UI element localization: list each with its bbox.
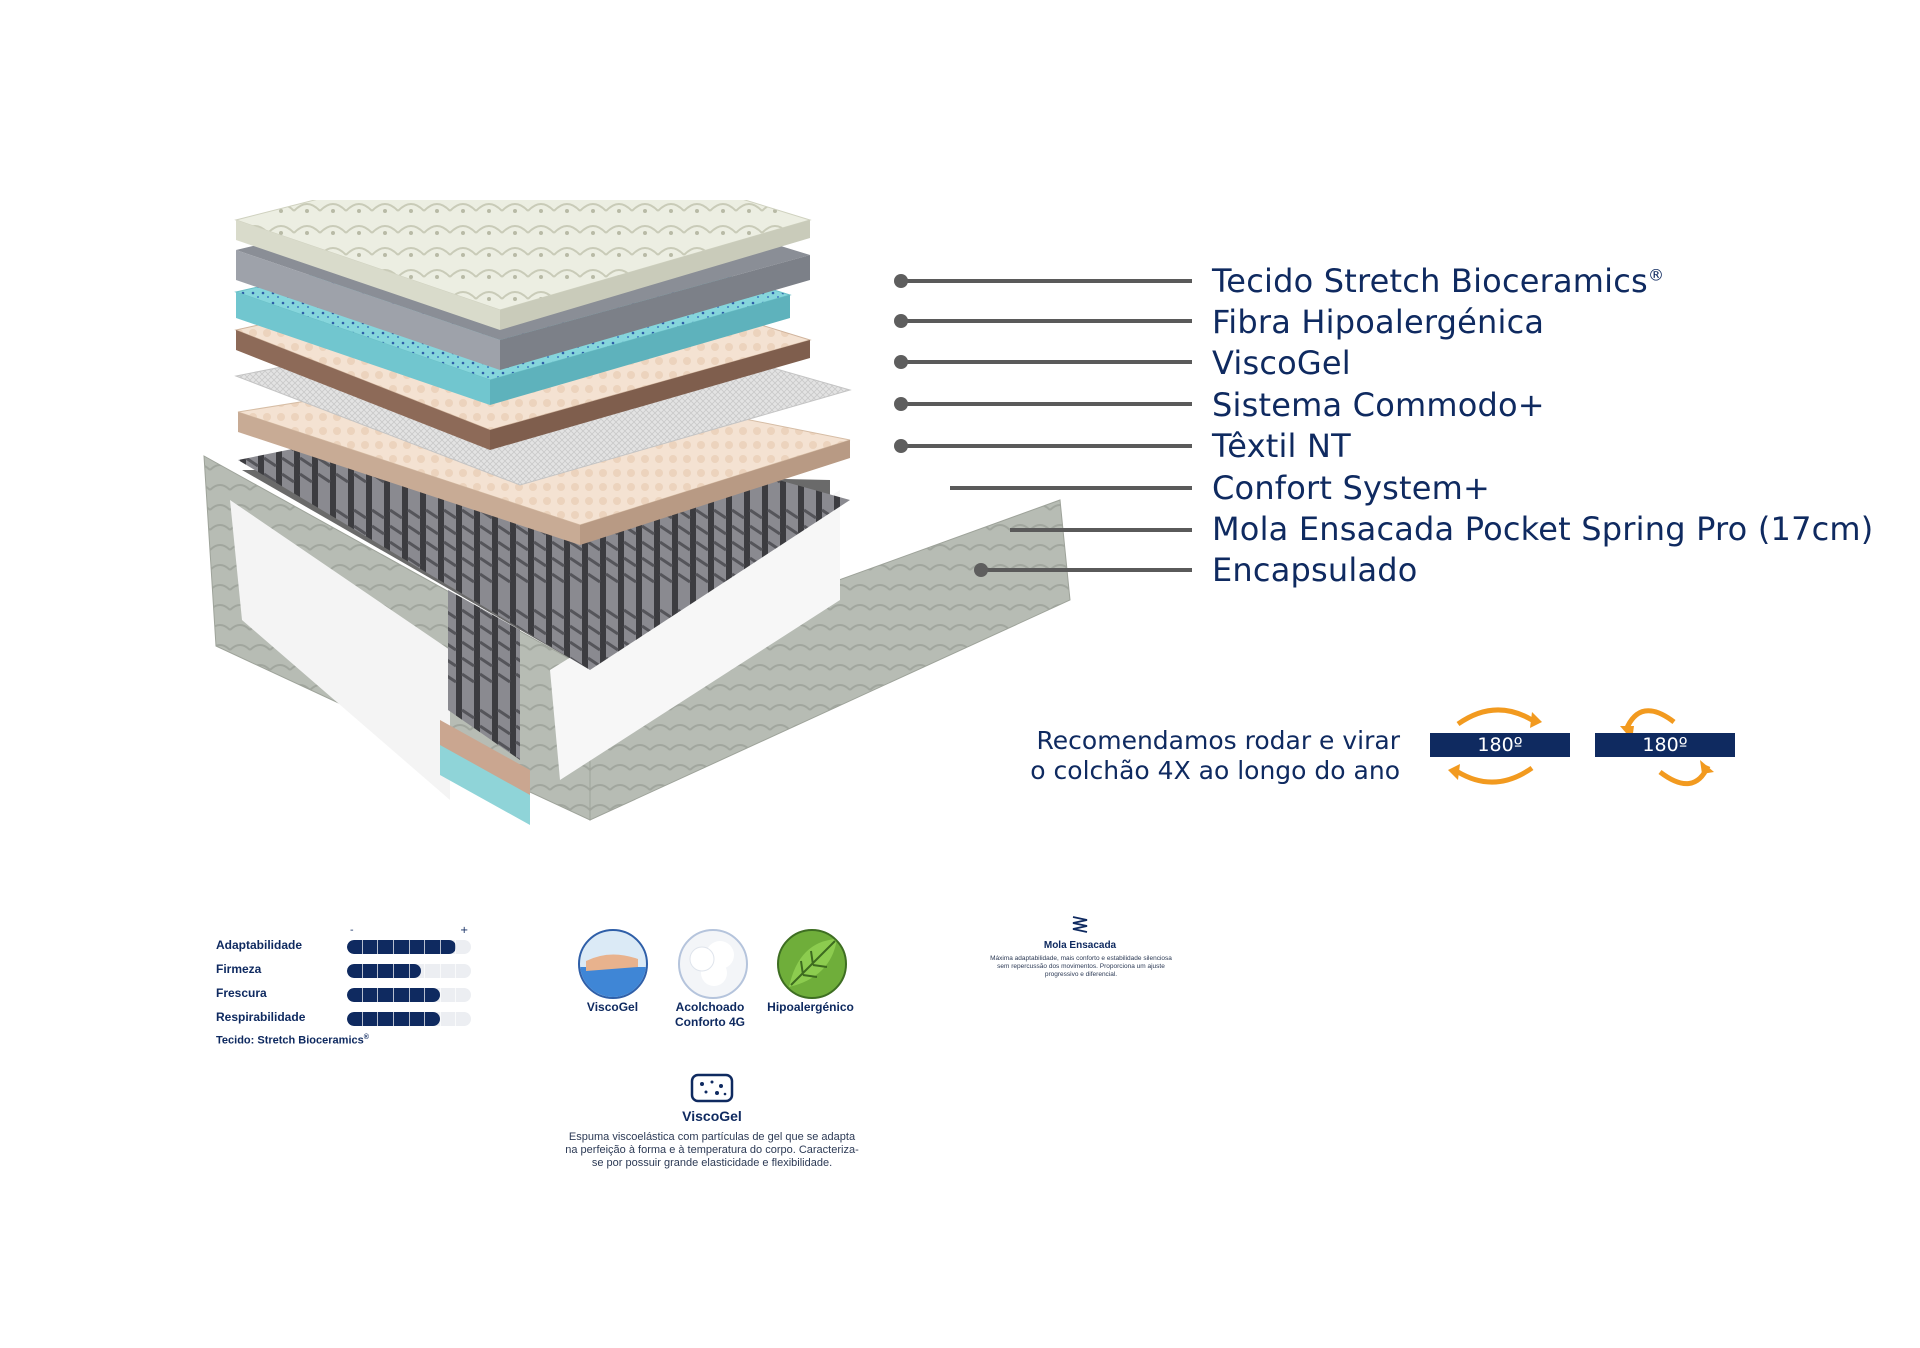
leader-dot (974, 563, 988, 577)
rotate-badge: 180º (1430, 733, 1570, 757)
rating-label: Firmeza (216, 962, 262, 976)
leader-dot (894, 397, 908, 411)
viscogel-icon (690, 1073, 734, 1103)
fabric-label: Tecido: Stretch Bioceramics® (216, 1034, 369, 1047)
mola-title: Mola Ensacada (1043, 940, 1117, 951)
rating-bar (347, 1012, 471, 1026)
leader-line (900, 279, 1192, 283)
layer-label: Mola Ensacada Pocket Spring Pro (17cm) (1212, 510, 1874, 548)
viscogel-title: ViscoGel (682, 1108, 742, 1124)
rating-minus: - (350, 925, 354, 936)
layer-label: Fibra Hipoalergénica (1212, 303, 1545, 341)
rating-label: Adaptabilidade (216, 938, 303, 952)
leader-line (900, 319, 1192, 323)
rating-label: Frescura (216, 986, 267, 1000)
layer-label: Confort System+ (1212, 469, 1491, 507)
badge-label: Hipoalergénico (767, 1000, 854, 1014)
rating-bar (347, 940, 471, 954)
layer-label: Sistema Commodo+ (1212, 386, 1545, 424)
viscogel-description: Espuma viscoelástica com partículas de g… (565, 1131, 859, 1169)
badge-label: Acolchoado Conforto 4G (675, 1000, 745, 1029)
rotate-line-1: Recomendamos rodar e virar (1036, 726, 1400, 755)
rotate-arrows-icon (1440, 700, 1550, 792)
layer-label: Encapsulado (1212, 551, 1418, 589)
mattress-illustration (190, 139, 1090, 860)
leader-line (900, 360, 1192, 364)
rating-bar (347, 988, 471, 1002)
leaf-badge-icon (777, 929, 847, 999)
rotate-line-2: o colchão 4X ao longo do ano (1030, 756, 1400, 785)
layer-label: Tecido Stretch Bioceramics® (1212, 262, 1665, 300)
leader-dot (894, 314, 908, 328)
acolchoado-badge-icon (678, 929, 748, 999)
layer-label: ViscoGel (1212, 344, 1351, 382)
rating-bar (347, 964, 471, 978)
leader-line (1010, 528, 1192, 532)
leader-line (900, 402, 1192, 406)
leader-dot (894, 355, 908, 369)
rating-label: Respirabilidade (216, 1010, 306, 1024)
badge-label: ViscoGel (586, 1000, 639, 1014)
viscogel-badge-icon (578, 929, 648, 999)
leader-line (950, 486, 1192, 490)
layer-label: Têxtil NT (1212, 427, 1351, 465)
mattress-layers-svg (203, 139, 1071, 825)
leader-line (980, 568, 1192, 572)
mola-description: Máxima adaptabilidade, mais conforto e e… (990, 955, 1172, 978)
spring-icon (1069, 914, 1091, 936)
leader-line (900, 444, 1192, 448)
leader-dot (894, 439, 908, 453)
flip-badge: 180º (1595, 733, 1735, 757)
rating-plus: + (460, 925, 469, 936)
leader-dot (894, 274, 908, 288)
